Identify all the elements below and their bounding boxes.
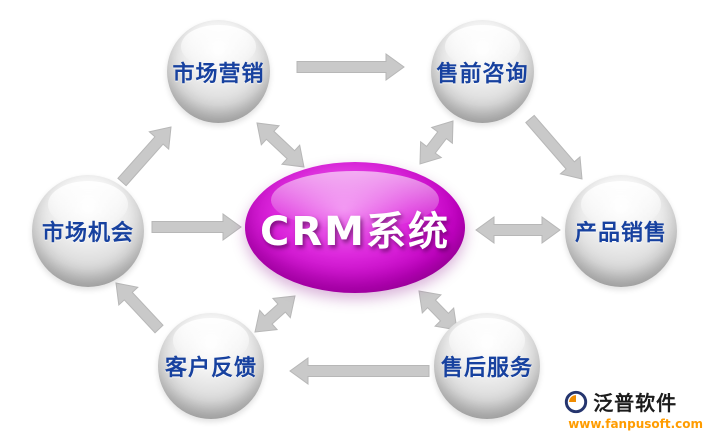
arrow-presales-to-product-sales [525, 114, 583, 180]
arrow-customer-feedback-to-market-opportunity [115, 282, 164, 334]
fanpu-logo-icon [564, 390, 588, 414]
watermark: 泛普软件 www.fanpusoft.com [564, 387, 703, 431]
node-marketing: 市场营销 [167, 20, 270, 123]
watermark-brand-row: 泛普软件 [564, 387, 677, 416]
arrow-market-opportunity-to-center [151, 213, 242, 241]
node-customer-feedback-label: 客户反馈 [164, 356, 257, 381]
node-aftersales-label: 售后服务 [440, 356, 533, 381]
center-node-label: CRM系统 [260, 208, 450, 255]
arrow-aftersales-to-customer-feedback [289, 357, 430, 385]
arrow-center-to-product-sales [475, 216, 561, 244]
node-aftersales: 售后服务 [434, 313, 540, 419]
node-marketing-label: 市场营销 [172, 61, 265, 87]
node-customer-feedback: 客户反馈 [158, 313, 264, 419]
arrow-presales-to-center [419, 120, 454, 165]
node-product-sales-label: 产品销售 [574, 221, 667, 246]
node-presales-label: 售前咨询 [436, 61, 529, 87]
node-market-opportunity-label: 市场机会 [41, 221, 134, 246]
arrow-customer-feedback-to-center [254, 295, 296, 333]
watermark-url-text: www.fanpusoft.com [568, 417, 703, 431]
arrow-marketing-to-presales [296, 53, 405, 81]
arrow-market-opportunity-to-marketing [117, 126, 172, 187]
center-node-crm-system: CRM系统 [245, 162, 465, 293]
watermark-brand-text: 泛普软件 [593, 391, 678, 415]
node-market-opportunity: 市场机会 [32, 175, 144, 287]
arrow-marketing-to-center [256, 122, 305, 168]
arrow-center-to-aftersales [418, 290, 458, 331]
node-presales: 售前咨询 [431, 20, 534, 123]
node-product-sales: 产品销售 [565, 175, 677, 287]
